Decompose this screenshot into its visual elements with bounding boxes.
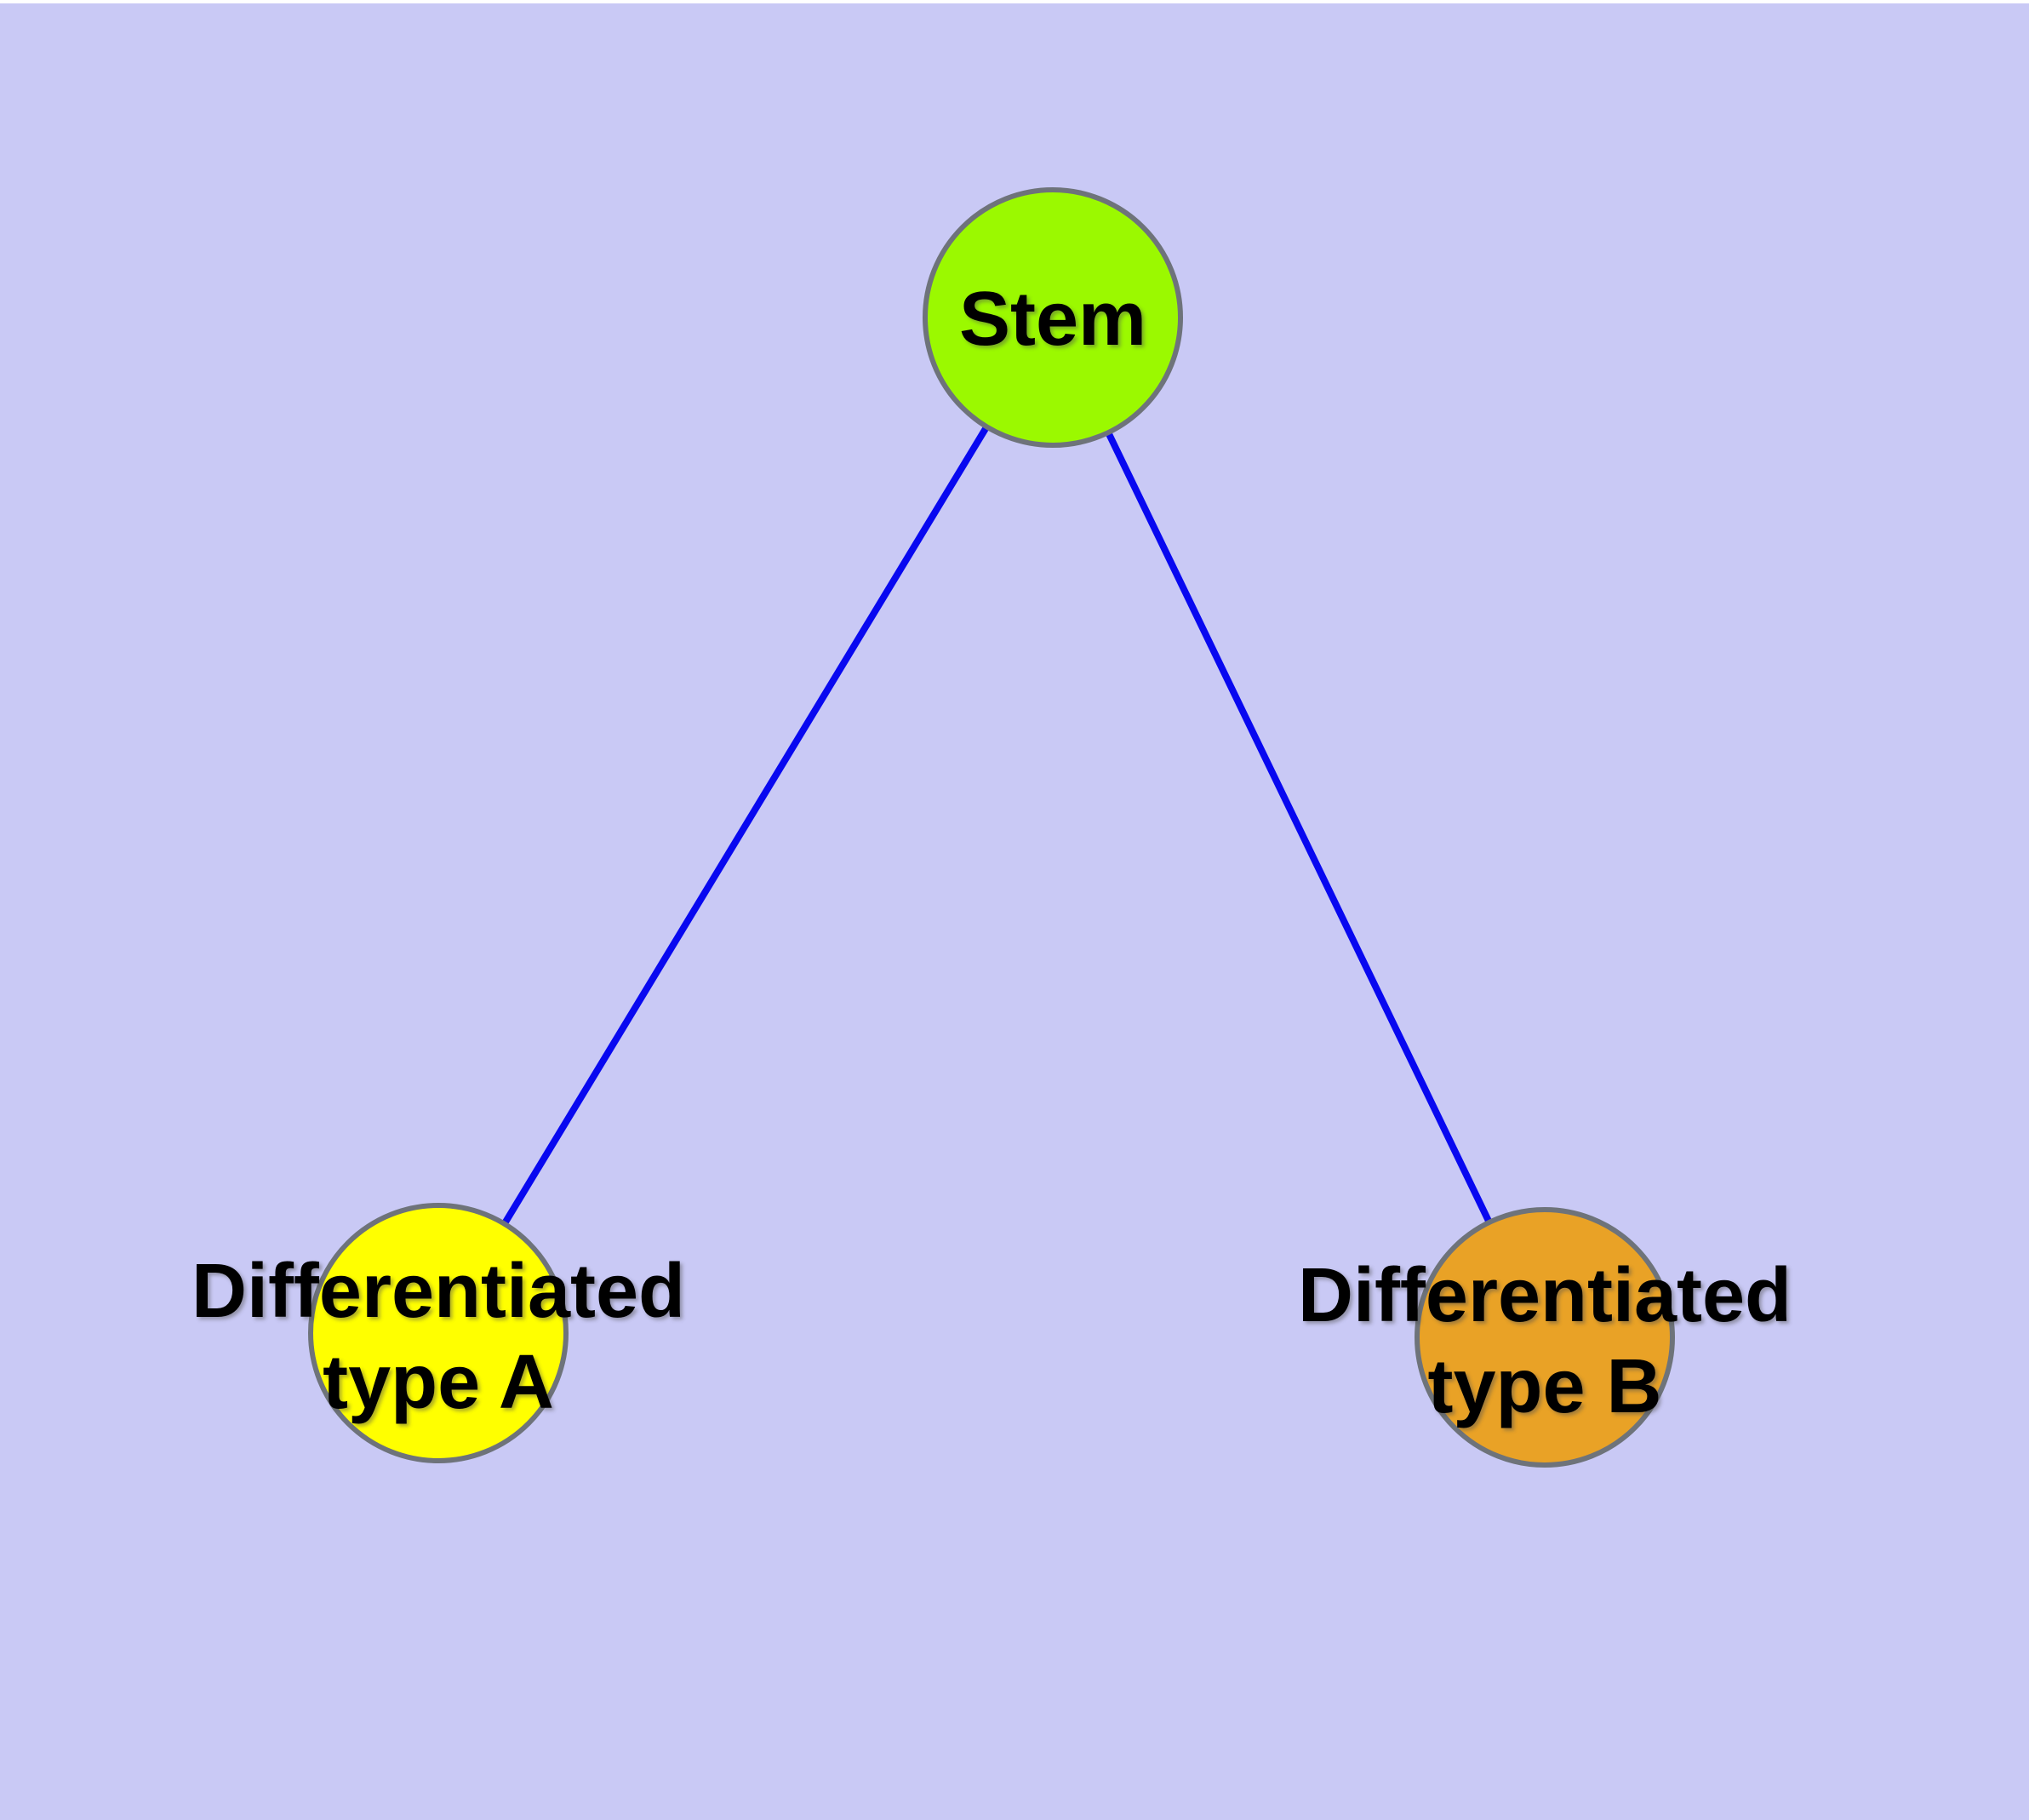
node-type-a-label-line-1: Differentiated [191,1249,685,1334]
node-type-a-label-line-2: type A [323,1340,554,1425]
node-stem-label: Stem [959,277,1146,362]
node-differentiated-type-a [308,1203,569,1463]
edge-stem-to-type-b [1049,316,1548,1339]
node-type-b-label-line-1: Differentiated [1298,1253,1792,1338]
node-type-b-label-line-2: type B [1427,1344,1661,1429]
node-stem [923,187,1183,448]
edge-stem-to-type-a [435,315,1056,1336]
node-differentiated-type-b [1415,1207,1675,1468]
